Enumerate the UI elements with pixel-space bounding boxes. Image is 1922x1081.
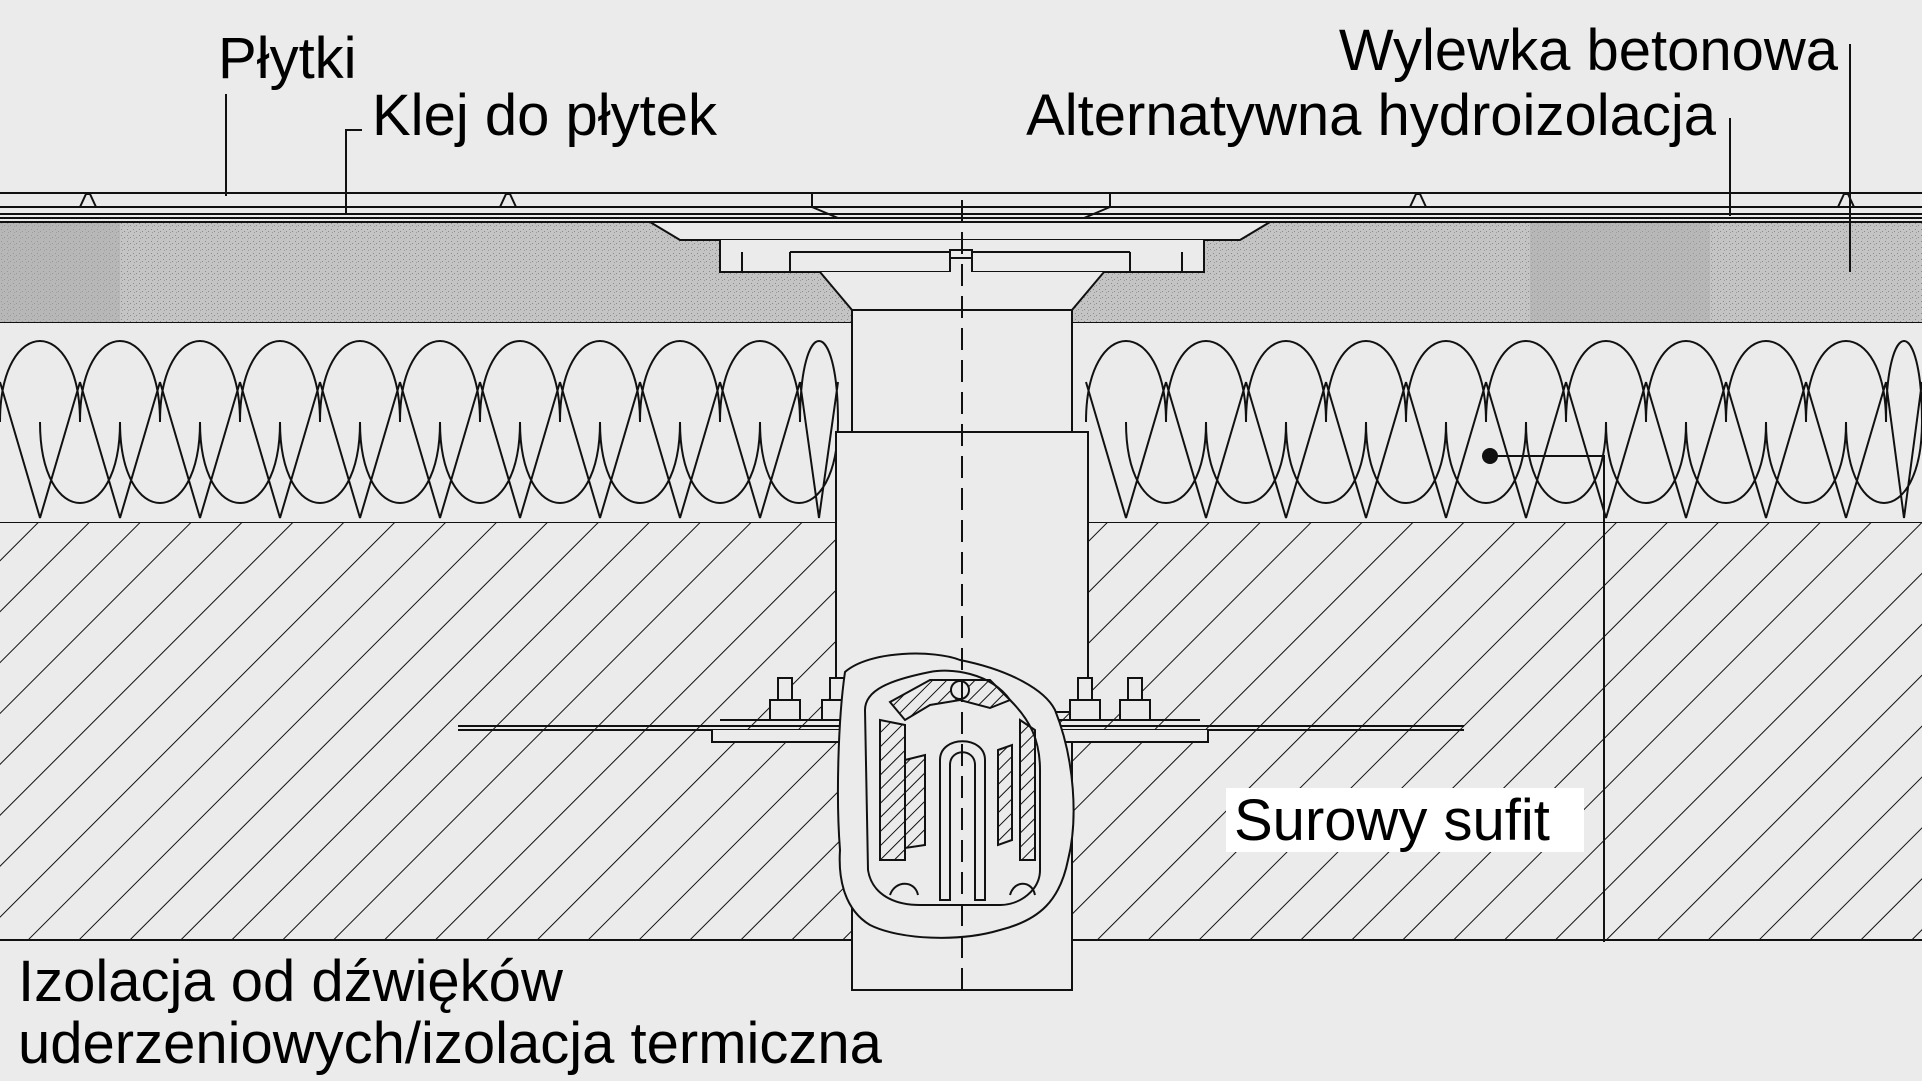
leader-lines <box>225 44 1851 942</box>
raw-ceiling-label-box <box>1226 788 1584 852</box>
label-tiles: Płytki <box>218 26 357 91</box>
label-concrete-screed: Wylewka betonowa <box>1339 18 1839 83</box>
insulation-leader-dot <box>1482 448 1498 464</box>
label-raw-ceiling: Surowy sufit <box>1234 788 1550 853</box>
label-alt-waterproofing: Alternatywna hydroizolacja <box>1026 83 1717 148</box>
cutaway-odour-trap <box>836 652 1075 939</box>
label-insulation-line2: uderzeniowych/izolacja termiczna <box>18 1011 883 1076</box>
label-tile-adhesive: Klej do płytek <box>372 83 718 148</box>
label-insulation-line1: Izolacja od dźwięków <box>18 949 564 1014</box>
